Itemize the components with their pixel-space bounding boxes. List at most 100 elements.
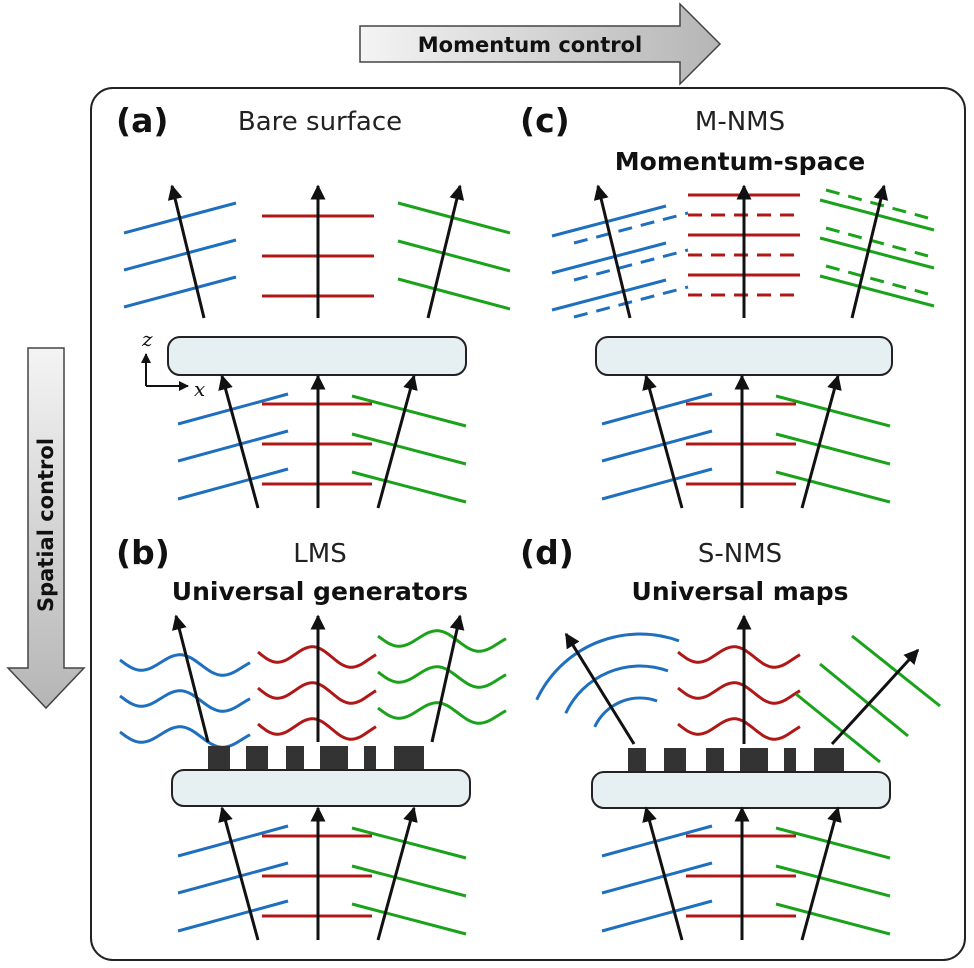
panel-c-dashed-green-wavefront [825, 226, 929, 258]
panel-d-meta-atom [814, 748, 844, 772]
panel-d-meta-atom [740, 748, 768, 772]
panel-b-incident-blue-wavefront [177, 861, 289, 895]
spatial-control-label: Spatial control [34, 438, 58, 612]
panel-d-incident-blue-wavefront [601, 861, 713, 895]
panel-b-title: LMS [293, 539, 346, 569]
panel-c-incident-blue-wavefront [601, 467, 713, 501]
panel-d-incident-blue-wavefront [601, 824, 713, 858]
panel-c-transmitted-green-wavefront [819, 236, 935, 270]
panel-a-transmitted-blue-wavefront [123, 275, 237, 309]
panel-d-scattered-red-wave [677, 681, 801, 705]
panel-a-transmitted-ray-right [426, 184, 465, 319]
panel-d-transmitted-ray-left [564, 632, 636, 745]
panel-d-transmitted-ray-right [830, 648, 920, 746]
panel-a-transmitted-green-wavefront [397, 239, 511, 273]
panel-b-scattered-green-wave [377, 665, 507, 689]
panel-c-letter: (c) [520, 101, 570, 140]
panel-c-transmitted-blue-wavefront [551, 204, 667, 238]
panel-b-meta-atom [320, 746, 348, 770]
panel-b-incident-green-wavefront [351, 826, 467, 860]
panel-c-incident-blue-wavefront [601, 392, 713, 426]
panel-c-dashed-blue-wavefront [573, 285, 689, 319]
wave-layer [119, 184, 941, 941]
panel-b-transmitted-ray-right [430, 614, 465, 743]
outer-frame [90, 87, 966, 961]
panel-a-title: Bare surface [238, 107, 402, 137]
z-axis-label: z [141, 327, 153, 351]
panel-d-tilted-green-wavefront [795, 692, 881, 764]
panel-d-subtitle: Universal maps [632, 577, 849, 606]
panel-a-transmitted-ray-left [167, 184, 206, 319]
panel-c-subtitle: Momentum-space [615, 147, 865, 176]
panel-d-substrate-slab [591, 771, 891, 809]
panel-a-incident-ray-left [218, 374, 260, 509]
panel-c-transmitted-ray-right [850, 184, 889, 319]
panel-b-scattered-green-wave [377, 629, 507, 653]
panel-d-spherical-blue-wavefront [593, 696, 658, 728]
panel-c-dashed-blue-wavefront [573, 248, 689, 282]
panel-b-scattered-blue-wave [119, 653, 251, 677]
panel-c-title: M-NMS [695, 107, 785, 137]
panel-c-dashed-green-wavefront [825, 188, 929, 220]
panel-b-scattered-blue-wave [119, 725, 251, 749]
panel-d-letter: (d) [520, 533, 574, 572]
panel-d-meta-atom [706, 748, 724, 772]
panel-d-incident-green-wavefront [775, 864, 891, 898]
panel-c-incident-ray-left [642, 374, 684, 509]
panel-b-subtitle: Universal generators [172, 577, 468, 606]
panel-a-substrate-slab [167, 336, 467, 376]
panel-b-incident-green-wavefront [351, 864, 467, 898]
panel-c-dashed-green-wavefront [825, 264, 929, 296]
panel-d-incident-green-wavefront [775, 826, 891, 860]
panel-b-transmitted-ray-left [172, 614, 210, 743]
panel-c-incident-green-wavefront [775, 470, 891, 504]
panel-a-transmitted-green-wavefront [397, 201, 511, 235]
panel-a-incident-green-wavefront [351, 394, 467, 428]
panel-d-scattered-red-wave [677, 645, 801, 669]
panel-c-transmitted-blue-wavefront [551, 278, 667, 312]
panel-b-meta-atom [246, 746, 268, 770]
panel-a-incident-ray-right [376, 374, 418, 509]
panel-d-incident-ray-right [800, 806, 842, 941]
panel-b-incident-ray-right [376, 806, 418, 941]
panel-c-incident-ray-right [800, 374, 842, 509]
panel-c-substrate-slab [595, 336, 893, 376]
panel-b-meta-atom [208, 746, 230, 770]
panel-b-scattered-green-wave [377, 701, 507, 725]
panel-c-dashed-blue-wavefront [573, 211, 689, 245]
panel-a-transmitted-green-wavefront [397, 277, 511, 311]
panel-d-tilted-green-wavefront [819, 662, 909, 738]
panel-c-incident-green-wavefront [775, 432, 891, 466]
panel-d-spherical-blue-wavefront [564, 664, 669, 714]
panel-a-incident-blue-wavefront [177, 392, 289, 426]
panel-d-title: S-NMS [698, 539, 782, 569]
panel-b-incident-ray-left [218, 806, 260, 941]
x-axis-label: x [194, 377, 205, 401]
panel-d-tilted-green-wavefront [851, 634, 941, 708]
momentum-control-arrow: Momentum control [359, 2, 722, 86]
panel-b-scattered-blue-wave [119, 689, 251, 713]
panel-c-transmitted-green-wavefront [819, 274, 935, 308]
panel-d-spherical-blue-wavefront [535, 632, 680, 701]
panel-a-incident-blue-wavefront [177, 429, 289, 463]
spatial-control-arrow: Spatial control [6, 347, 86, 710]
panel-a-incident-blue-wavefront [177, 467, 289, 501]
panel-a-letter: (a) [116, 101, 168, 140]
panel-c-incident-green-wavefront [775, 394, 891, 428]
panel-b-letter: (b) [116, 533, 170, 572]
panel-b-meta-atom [394, 746, 424, 770]
panel-d-meta-atom [784, 748, 796, 772]
panel-d-incident-ray-left [642, 806, 684, 941]
panel-a-incident-green-wavefront [351, 470, 467, 504]
panel-a-incident-green-wavefront [351, 432, 467, 466]
panel-b-meta-atom [286, 746, 304, 770]
panel-b-substrate-slab [171, 769, 471, 807]
panel-d-meta-atom [664, 748, 686, 772]
panel-b-incident-blue-wavefront [177, 824, 289, 858]
panel-b-incident-green-wavefront [351, 902, 467, 936]
panel-d-incident-blue-wavefront [601, 899, 713, 933]
panel-b-incident-blue-wavefront [177, 899, 289, 933]
panel-b-meta-atom [364, 746, 376, 770]
momentum-control-label: Momentum control [418, 33, 642, 57]
